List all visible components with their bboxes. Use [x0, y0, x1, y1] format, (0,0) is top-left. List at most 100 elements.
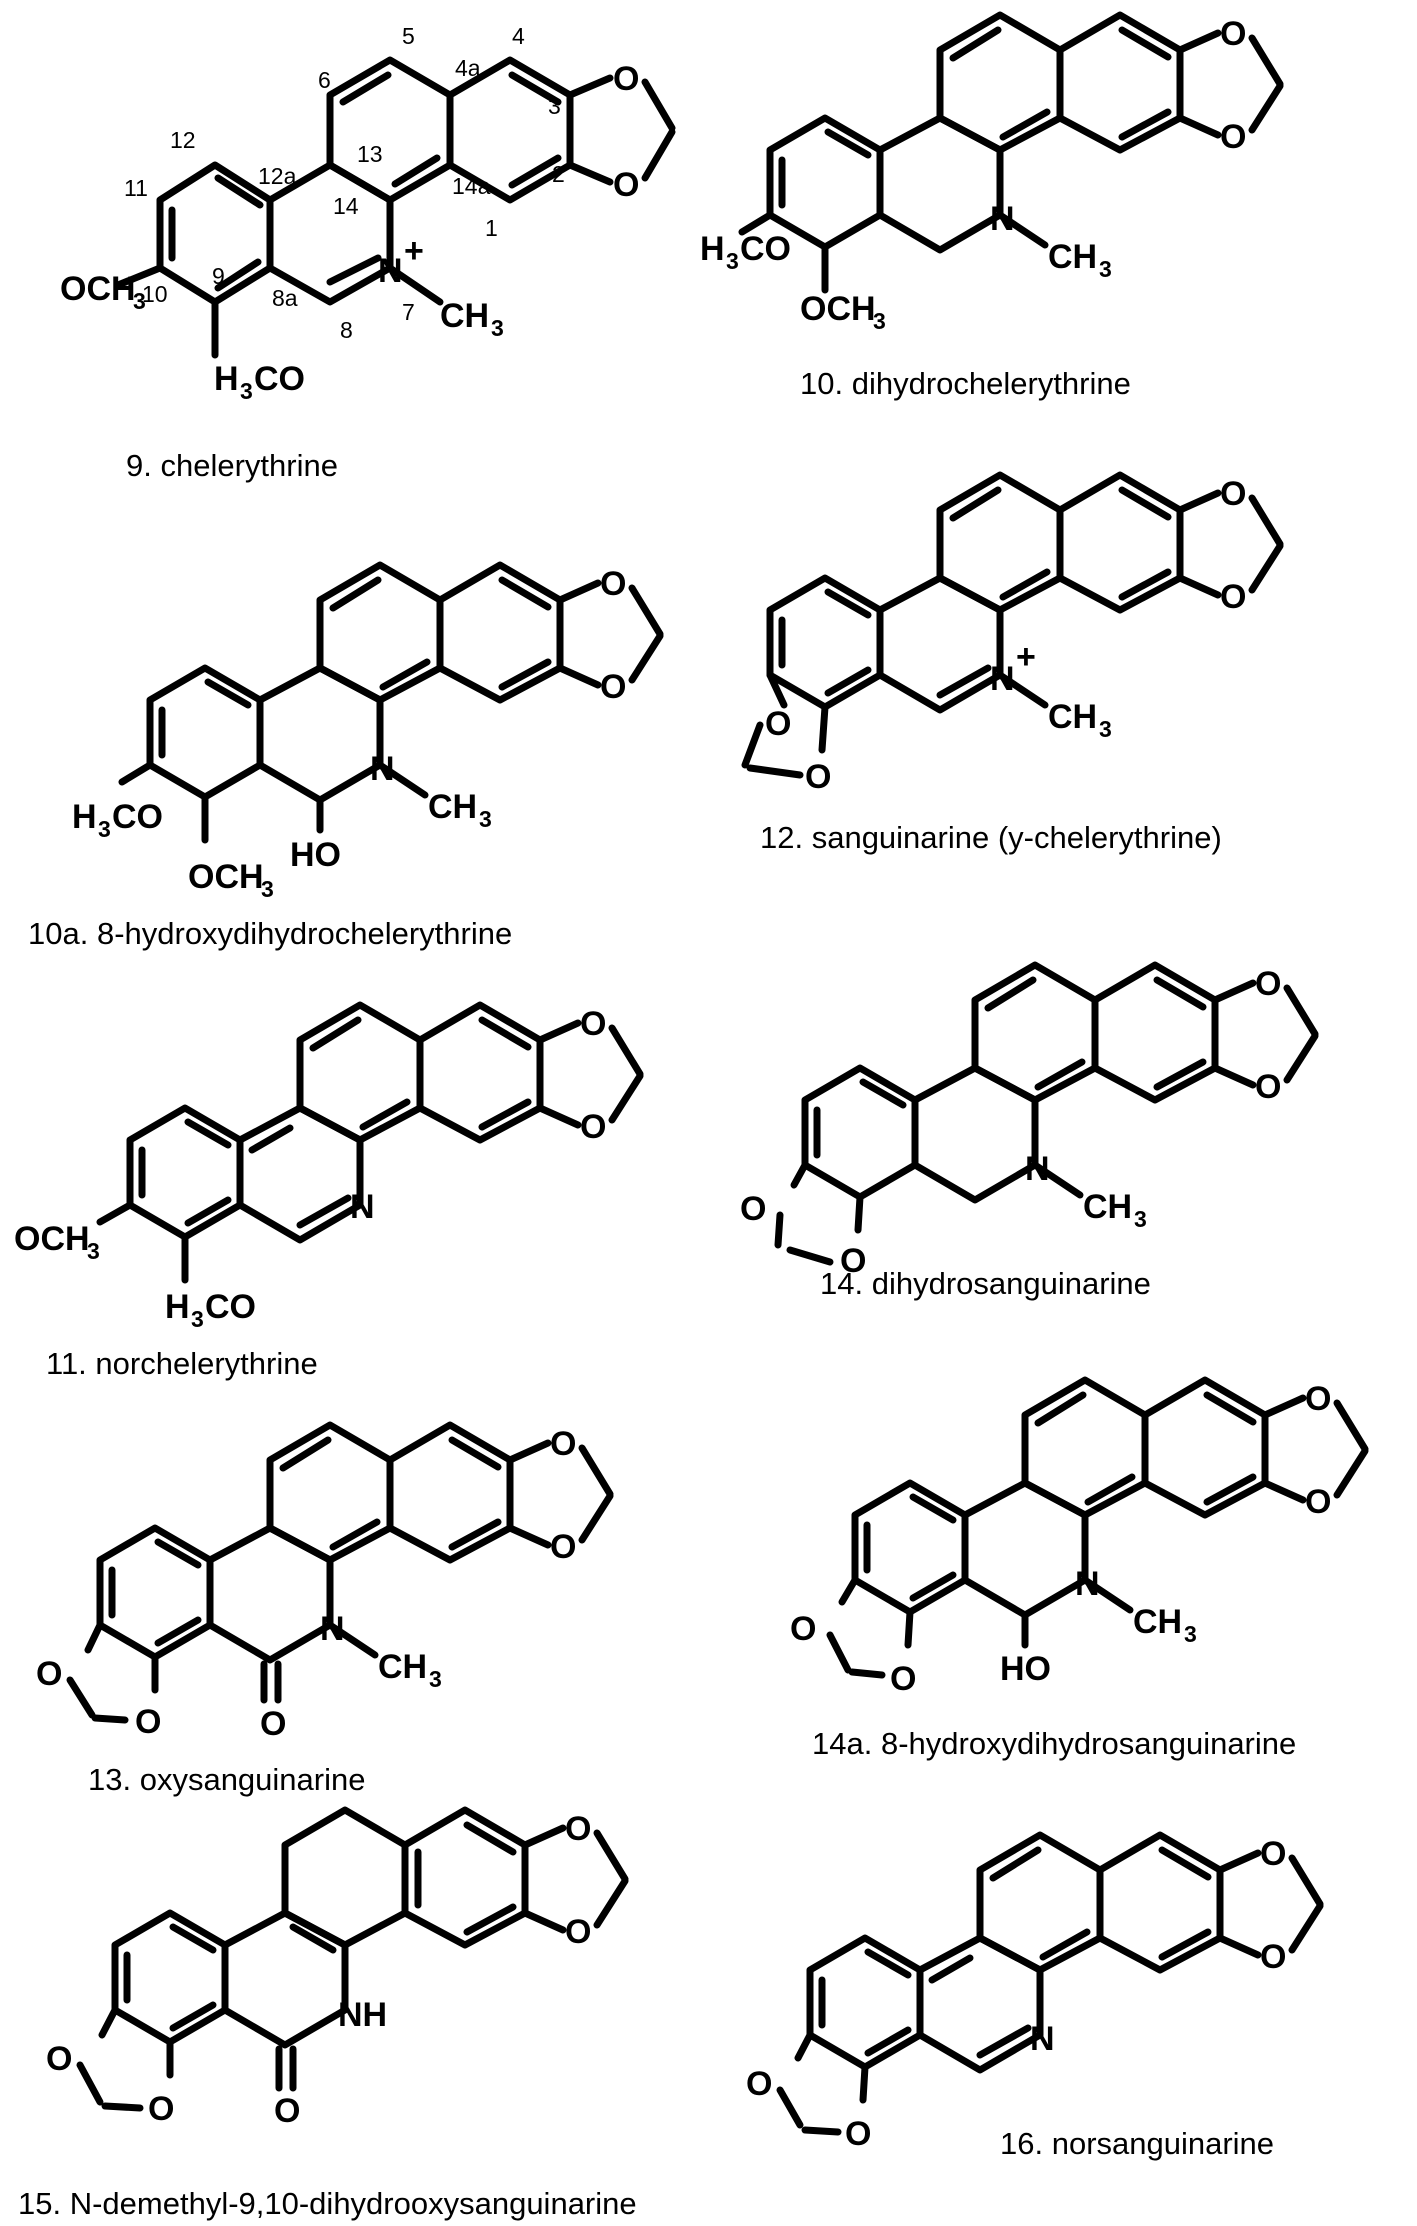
oxygen-atom-label: O [765, 705, 791, 743]
oxygen-atom-label: O [1255, 965, 1281, 1003]
methoxy-label: OCH [800, 290, 876, 328]
nitrogen-atom-label: N [378, 252, 403, 290]
locant: 6 [318, 67, 331, 93]
methoxy-co-label: CO [740, 230, 791, 268]
subscript-3: 3 [1099, 256, 1112, 282]
methyl-label: CH [440, 297, 489, 335]
locant: 14 [333, 193, 359, 219]
oxygen-atom-label: O [790, 1610, 816, 1648]
methoxy-h-label: H [72, 798, 97, 836]
structure-10-dihydrochelerythrine: O O N CH 3 H 3 CO OCH 3 10. dihydrochele… [700, 11, 1284, 401]
locant: 3 [548, 93, 561, 119]
caption-10a: 10a. 8-hydroxydihydrochelerythrine [28, 916, 512, 951]
oxygen-atom-label: O [1220, 578, 1246, 616]
locant: 13 [357, 141, 383, 167]
structure-14a-8-hydroxydihydrosanguinarine: O O N CH 3 HO O O 14a. 8-hydroxydihydros… [790, 1376, 1369, 1761]
oxygen-atom-label: O [580, 1108, 606, 1146]
methyl-label: CH [1083, 1188, 1132, 1226]
oxygen-atom-label: O [36, 1655, 62, 1693]
oxygen-atom-label: O [550, 1528, 576, 1566]
carbonyl-oxygen-label: O [274, 2092, 300, 2130]
locant: 4 [512, 23, 525, 49]
subscript-3: 3 [98, 816, 111, 842]
methyl-label: CH [1133, 1603, 1182, 1641]
structure-14-dihydrosanguinarine: O O N CH 3 O O 14. dihydrosanguinarine [740, 961, 1319, 1301]
subscript-3: 3 [1099, 716, 1112, 742]
structure-13-oxysanguinarine: O O N CH 3 O O O 13. oxysanguinarine [36, 1421, 614, 1797]
oxygen-atom-label: O [1305, 1380, 1331, 1418]
oxygen-atom-label: O [740, 1190, 766, 1228]
locant: 8 [340, 317, 353, 343]
subscript-3: 3 [726, 248, 739, 274]
oxygen-atom-label: O [46, 2040, 72, 2078]
methyl-label: CH [378, 1648, 427, 1686]
methoxy-co-label: CO [112, 798, 163, 836]
methyl-label: CH [1048, 698, 1097, 736]
subscript-3: 3 [1134, 1206, 1147, 1232]
subscript-3: 3 [261, 876, 274, 902]
positive-charge: + [404, 232, 424, 270]
locant: 2 [552, 161, 565, 187]
oxygen-atom-label: O [135, 1703, 161, 1741]
oxygen-atom-label: O [600, 668, 626, 706]
caption-9: 9. chelerythrine [126, 448, 338, 483]
nitrogen-atom-label: N [370, 750, 395, 788]
nitrogen-atom-label: N [320, 1610, 345, 1648]
subscript-3: 3 [87, 1238, 100, 1264]
methyl-label: CH [1048, 238, 1097, 276]
structure-15-n-demethyl-dihydrooxysanguinarine: O O NH O O O 15. N-demethyl-9,10-dihydro… [18, 1806, 637, 2221]
methoxy-co-label: CO [205, 1288, 256, 1326]
caption-16: 16. norsanguinarine [1000, 2126, 1274, 2161]
oxygen-atom-label: O [613, 60, 639, 98]
methoxy-label: OCH [14, 1220, 90, 1258]
caption-13: 13. oxysanguinarine [88, 1762, 365, 1797]
subscript-3: 3 [240, 378, 253, 404]
oxygen-atom-label: O [600, 565, 626, 603]
oxygen-atom-label: O [1260, 1835, 1286, 1873]
locant: 1 [485, 215, 498, 241]
caption-14: 14. dihydrosanguinarine [820, 1266, 1151, 1301]
structure-12-sanguinarine: O O N + CH 3 O O 12. sanguinarine (y-che… [741, 471, 1284, 855]
nitrogen-atom-label: N [990, 660, 1015, 698]
oxygen-atom-label: O [805, 758, 831, 796]
oxygen-atom-label: O [565, 1913, 591, 1951]
structure-9-chelerythrine: O O N + CH 3 OCH 3 H 3 CO 3 4 4a 5 6 13 … [60, 23, 676, 483]
methoxy-h-label: H [165, 1288, 190, 1326]
nitrogen-atom-label: N [1025, 1150, 1050, 1188]
hydroxy-label: HO [1000, 1650, 1051, 1688]
caption-10: 10. dihydrochelerythrine [800, 366, 1131, 401]
oxygen-atom-label: O [550, 1425, 576, 1463]
oxygen-atom-label: O [1255, 1068, 1281, 1106]
nitrogen-atom-label: N [350, 1188, 375, 1226]
methyl-label: CH [428, 788, 477, 826]
oxygen-atom-label: O [580, 1005, 606, 1043]
oxygen-atom-label: O [1260, 1938, 1286, 1976]
locant: 7 [402, 299, 415, 325]
carbonyl-oxygen-label: O [260, 1705, 286, 1743]
structure-10a-8-hydroxydihydrochelerythrine: O O N CH 3 H 3 CO OCH 3 HO 10a. 8-hydrox… [28, 561, 664, 951]
caption-11: 11. norchelerythrine [46, 1346, 318, 1381]
subscript-3: 3 [133, 288, 146, 314]
oxygen-atom-label: O [746, 2065, 772, 2103]
subscript-3: 3 [1184, 1621, 1197, 1647]
oxygen-atom-label: O [148, 2090, 174, 2128]
subscript-3: 3 [491, 315, 504, 341]
locant: 9 [212, 263, 225, 289]
hydroxy-label: HO [290, 836, 341, 874]
nitrogen-atom-label: N [1075, 1565, 1100, 1603]
methoxy-label: OCH [60, 270, 136, 308]
methoxy-co-label: CO [254, 360, 305, 398]
methoxy-label: OCH [188, 858, 264, 896]
oxygen-atom-label: O [840, 1242, 866, 1280]
locant: 8a [272, 285, 298, 311]
locant: 4a [455, 55, 481, 81]
oxygen-atom-label: O [1220, 15, 1246, 53]
oxygen-atom-label: O [613, 166, 639, 204]
oxygen-atom-label: O [890, 1660, 916, 1698]
oxygen-atom-label: O [1220, 475, 1246, 513]
structure-16-norsanguinarine: O O N O O 16. norsanguinarine [746, 1831, 1324, 2161]
caption-14a: 14a. 8-hydroxydihydrosanguinarine [812, 1726, 1296, 1761]
oxygen-atom-label: O [1305, 1483, 1331, 1521]
oxygen-atom-label: O [1220, 118, 1246, 156]
